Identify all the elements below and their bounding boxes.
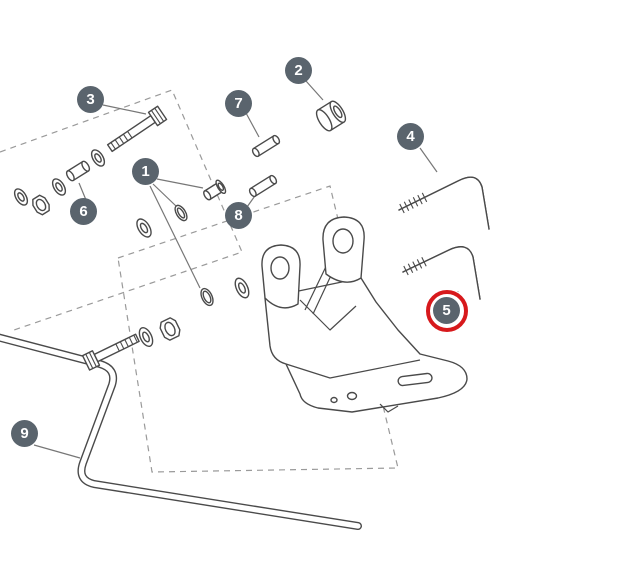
washer-mid-left (51, 178, 67, 196)
washer-near-bolt (90, 149, 106, 167)
callout-3[interactable]: 3 (77, 86, 104, 113)
bolt-lower (81, 333, 140, 371)
o-ring-lower (200, 287, 214, 307)
o-ring-part-1 (174, 204, 188, 222)
callout-4[interactable]: 4 (397, 123, 424, 150)
washer-chain-upper (234, 277, 250, 299)
bolt-part-3 (106, 105, 168, 153)
callout-5[interactable]: 5 (433, 297, 460, 324)
washer-lower (138, 326, 154, 348)
callout-1[interactable]: 1 (132, 158, 159, 185)
bushing-part-2 (315, 100, 347, 132)
callout-9[interactable]: 9 (11, 420, 38, 447)
flanged-bushing-part-1 (203, 179, 227, 201)
pin-part-8 (248, 174, 278, 198)
pin-part-7 (251, 134, 281, 158)
washer-far-left (13, 188, 29, 206)
l-pin-part-5 (402, 246, 481, 300)
bracket-main (261, 216, 468, 413)
callout-8[interactable]: 8 (225, 202, 252, 229)
callout-2[interactable]: 2 (285, 57, 312, 84)
assembly-outline-dashed (0, 89, 399, 473)
hex-nut-top-left (32, 194, 50, 216)
spacer-part-6 (65, 160, 91, 182)
rod-part-9 (0, 333, 362, 530)
callout-7[interactable]: 7 (225, 90, 252, 117)
callout-6[interactable]: 6 (70, 198, 97, 225)
hex-nut-lower (159, 317, 181, 341)
highlight-circle-part-5 (426, 290, 468, 332)
l-pin-part-4 (398, 176, 490, 230)
washer-part-1 (136, 218, 152, 238)
